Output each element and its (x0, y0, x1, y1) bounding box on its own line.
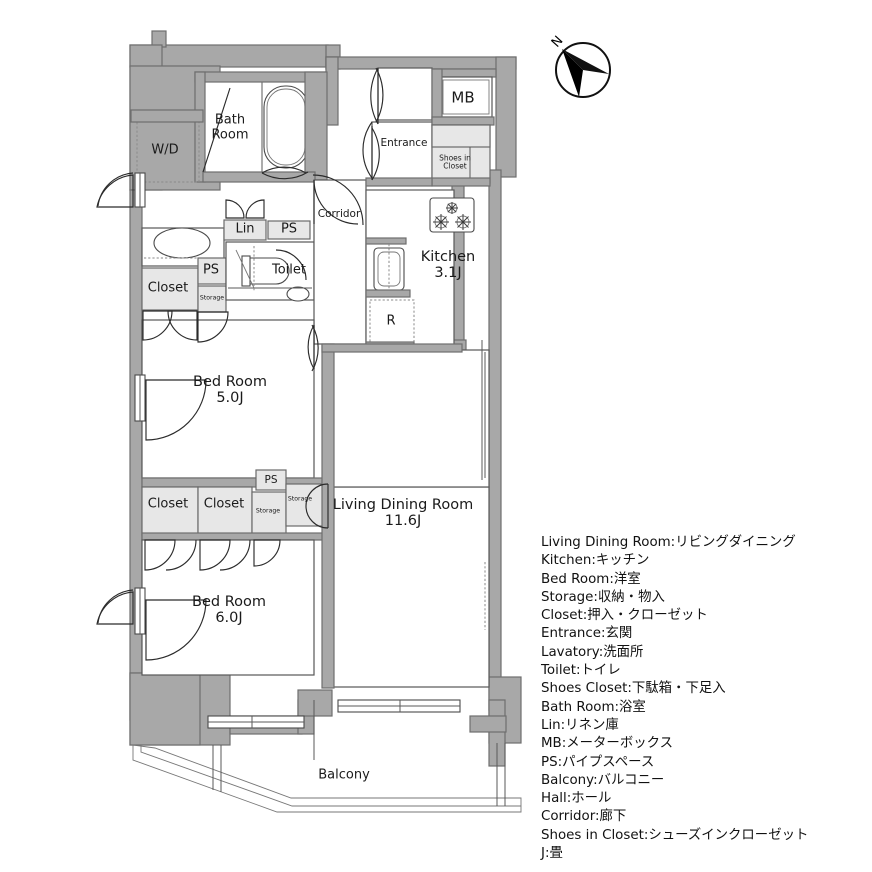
legend-entry: Hall:ホール (541, 791, 612, 807)
label-corridor: Corridor (317, 208, 361, 221)
legend-entry: Toilet:トイレ (541, 663, 621, 679)
label-ps-left: PS (202, 262, 220, 278)
label-closet-upper: Closet (147, 280, 189, 296)
legend-entry: Shoes Closet:下駄箱・下足入 (541, 681, 726, 697)
legend-entry: PS:パイプスペース (541, 754, 655, 770)
legend-entry: MB:メーターボックス (541, 736, 673, 752)
legend-entry: Entrance:玄関 (541, 626, 633, 642)
label-storage-upper: Storage (199, 294, 225, 302)
label-closet-b: Closet (203, 496, 245, 512)
label-mb: MB (451, 88, 475, 107)
legend-entry: Balcony:バルコニー (541, 772, 665, 788)
label-closet-a: Closet (147, 496, 189, 512)
label-wd: W/D (151, 142, 179, 158)
compass-north-label: N (549, 33, 567, 50)
legend: Living Dining Room:リビングダイニング Kitchen:キッチン… (541, 534, 871, 863)
legend-entry: Closet:押入・クローゼット (541, 608, 708, 624)
legend-entry: Kitchen:キッチン (541, 553, 650, 569)
label-refrigerator: R (386, 313, 396, 329)
legend-entry: Bath Room:浴室 (541, 699, 646, 715)
label-bath-room-l1: Bath (214, 112, 246, 128)
legend-entry: Bed Room:洋室 (541, 571, 641, 587)
north-compass: N (549, 33, 611, 98)
label-entrance: Entrance (380, 137, 428, 150)
label-ps-top: PS (280, 221, 298, 237)
legend-entry: Shoes in Closet:シューズインクローゼット (541, 827, 809, 843)
label-storage-b: Storage (287, 495, 313, 503)
door-swings (96, 67, 384, 661)
legend-entry: Storage:収納・物入 (541, 589, 665, 605)
label-shoes-in-closet-l1: Shoes in (439, 153, 471, 163)
interior-rooms (130, 67, 522, 813)
label-lin: Lin (235, 221, 255, 237)
legend-entry: Corridor:廊下 (541, 809, 627, 825)
legend-entry: Lin:リネン庫 (541, 717, 619, 733)
legend-entry: Lavatory:洗面所 (541, 644, 644, 660)
label-shoes-in-closet-l2: Closet (443, 162, 467, 171)
label-balcony: Balcony (318, 767, 370, 783)
label-ps-ldr: PS (264, 474, 278, 487)
legend-entry: J:畳 (541, 846, 563, 862)
label-storage-a: Storage (255, 507, 281, 515)
legend-entry: Living Dining Room:リビングダイニング (541, 535, 796, 550)
window-glyphs (207, 699, 461, 729)
label-bath-room-l2: Room (211, 127, 249, 142)
label-toilet: Toilet (271, 262, 307, 278)
